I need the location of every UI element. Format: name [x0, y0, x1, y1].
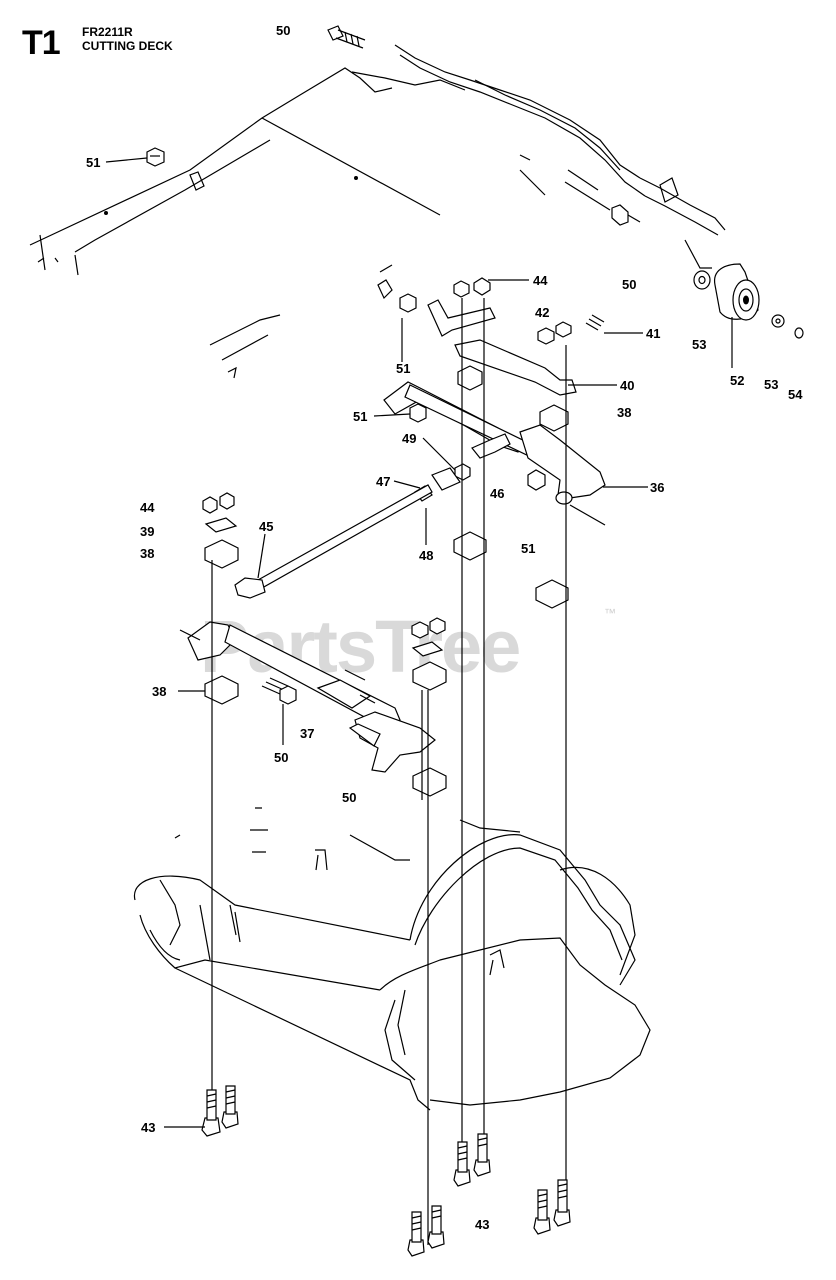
callout-label: 43	[475, 1217, 489, 1232]
callout-label: 46	[490, 486, 504, 501]
callout-label: 51	[86, 155, 100, 170]
callout-label: 50	[274, 750, 288, 765]
left-hanger-parts	[202, 492, 239, 705]
callout-labels: 50 51 44 50 42 41 53 52 53 54 51 40 51 3…	[86, 23, 803, 1232]
cutting-deck	[133, 807, 651, 1111]
frame-outline	[29, 44, 726, 379]
callout-label: 48	[419, 548, 433, 563]
callout-label: 39	[140, 524, 154, 539]
hanger-rods	[211, 298, 567, 1245]
callout-label: 52	[730, 373, 744, 388]
callout-label: 41	[646, 326, 660, 341]
nut-51-left	[146, 147, 165, 167]
callout-label: 51	[521, 541, 535, 556]
callout-label: 53	[764, 377, 778, 392]
bolt-right-frame	[564, 181, 641, 226]
callout-label: 38	[617, 405, 631, 420]
callout-label: 50	[622, 277, 636, 292]
roller-wheel-assembly	[684, 239, 804, 339]
bolts-43	[201, 1085, 571, 1257]
callout-label: 38	[140, 546, 154, 561]
watermark-trademark: ™	[604, 606, 616, 620]
callout-label: 40	[620, 378, 634, 393]
callout-label: 42	[535, 305, 549, 320]
diagram-code: T1	[22, 24, 61, 62]
section-title: CUTTING DECK	[82, 39, 173, 53]
callout-label: 54	[788, 387, 803, 402]
callout-label: 44	[140, 500, 155, 515]
upper-bracket-40	[377, 264, 605, 432]
callout-label: 50	[276, 23, 290, 38]
callout-label: 37	[300, 726, 314, 741]
adjustment-rod-45	[234, 484, 433, 599]
callout-label: 44	[533, 273, 548, 288]
center-hanger-parts	[411, 617, 447, 797]
callout-label: 36	[650, 480, 664, 495]
callout-label: 53	[692, 337, 706, 352]
model-number: FR2211R	[82, 25, 133, 39]
callout-leaders	[105, 157, 733, 1128]
callout-label: 43	[141, 1120, 155, 1135]
callout-label: 45	[259, 519, 273, 534]
callout-label: 51	[353, 409, 367, 424]
callout-label: 38	[152, 684, 166, 699]
callout-label: 50	[342, 790, 356, 805]
callout-label: 49	[402, 431, 416, 446]
callout-label: 47	[376, 474, 390, 489]
bolt-50-top	[327, 25, 366, 49]
callout-label: 51	[396, 361, 410, 376]
